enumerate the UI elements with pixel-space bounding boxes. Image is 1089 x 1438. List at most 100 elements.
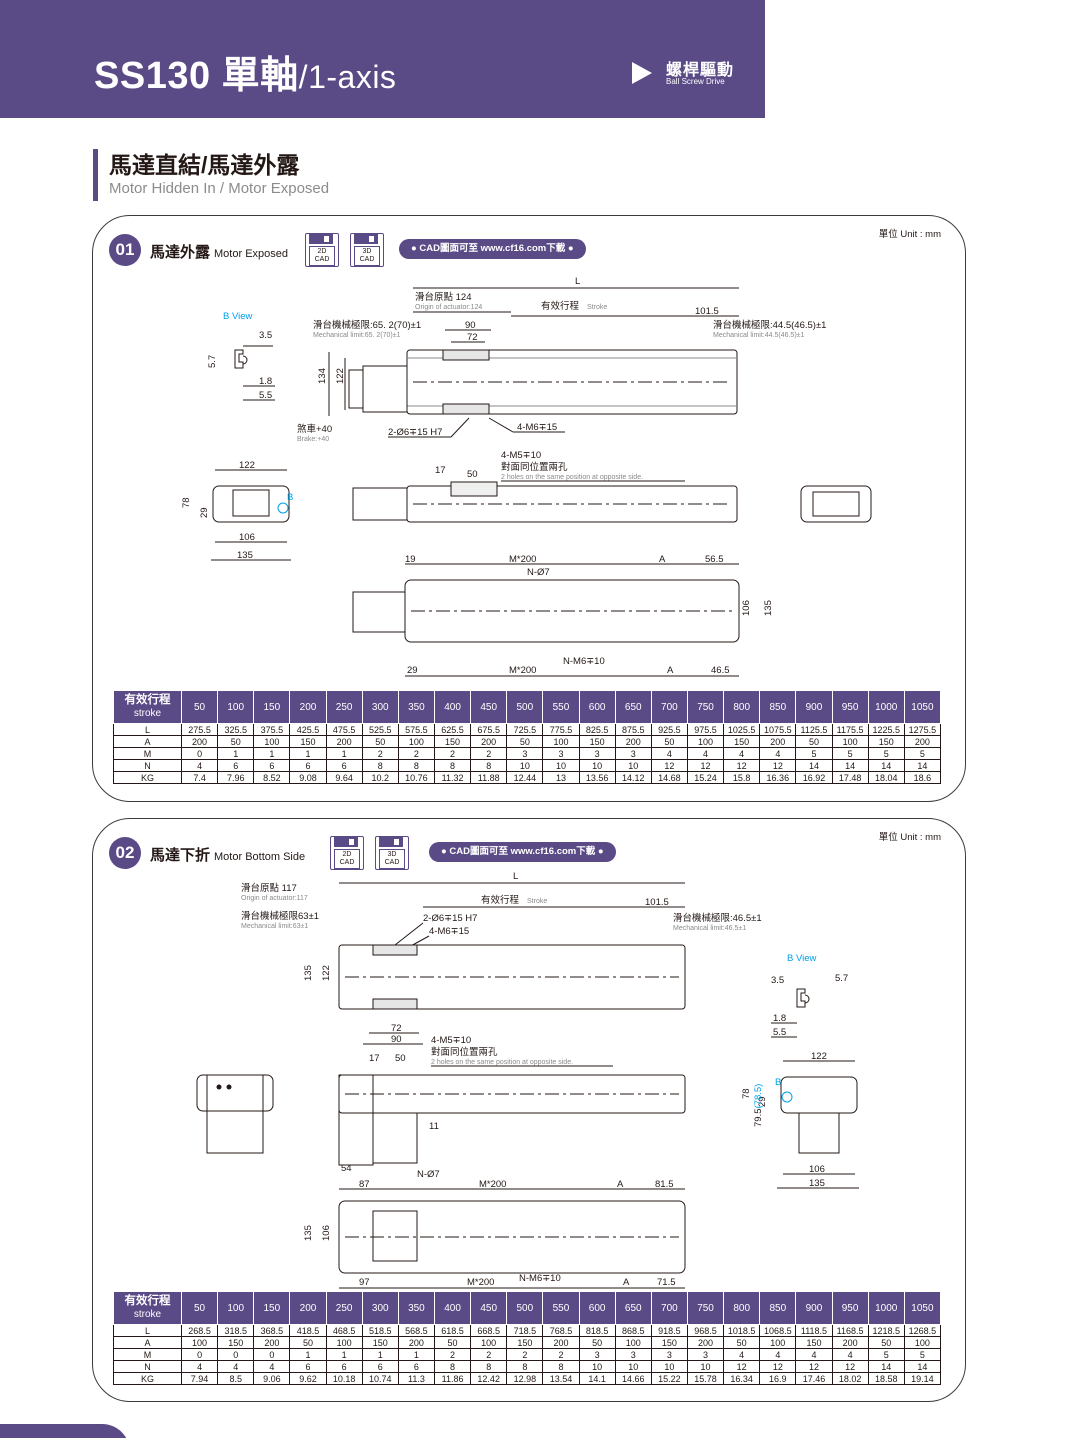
mech-limit-right-en: Mechanical limit:46.5±1 (673, 925, 746, 932)
cad-3d-text: 3D CAD (359, 248, 375, 263)
end-view-b-marker: B (775, 1077, 781, 1088)
table-cell: 16.34 (723, 1372, 761, 1385)
dim-97: 97 (359, 1277, 370, 1288)
end-dim-29: 29 (199, 507, 210, 518)
table-cell: 10 (578, 759, 616, 772)
stroke-column-header: 650 (614, 690, 652, 724)
row-label: A (113, 1336, 182, 1349)
table-cell: 675.5 (470, 723, 508, 736)
floppy-disk-icon (309, 234, 333, 244)
table-cell: 6 (325, 759, 363, 772)
stroke-column-header: 750 (686, 1291, 725, 1325)
table-cell: 1075.5 (759, 723, 797, 736)
stroke-column-header: 1050 (903, 1291, 942, 1325)
table-cell: 825.5 (578, 723, 616, 736)
dim-90: 90 (391, 1034, 402, 1045)
stroke-column-header: 900 (795, 690, 833, 724)
table-cell: 100 (253, 735, 291, 748)
end-dim-79-5: 79.5(78.5) (753, 1084, 764, 1127)
table-cell: 2 (506, 1348, 544, 1361)
table-cell: 18.04 (867, 771, 905, 784)
table-cell: 200 (686, 1336, 725, 1349)
table-cell: 2 (470, 747, 508, 760)
dim-101-5: 101.5 (645, 897, 669, 908)
cad-2d-button[interactable]: 2D CAD (305, 233, 339, 267)
cad-3d-text: 3D CAD (384, 851, 400, 866)
table-cell: 1 (325, 747, 363, 760)
n-m6-label: N-M6∓10 (563, 656, 605, 667)
table-cell: 3 (686, 1348, 725, 1361)
dim-81-5: 81.5 (655, 1179, 674, 1190)
table-cell: 150 (650, 1336, 688, 1349)
dim-50: 50 (395, 1053, 406, 1064)
page-title: SS130 單軸/1-axis (94, 44, 396, 99)
dim-5-5: 5.5 (259, 390, 272, 401)
cad-download-link[interactable]: ● CAD圖面可至 www.cf16.com下載 ● (399, 239, 586, 259)
table-cell: 14 (903, 1360, 942, 1373)
dim-1-8: 1.8 (259, 376, 272, 387)
table-cell: 1 (289, 747, 327, 760)
technical-drawing-1: B View 3.5 5.7 1.8 5.5 L 滑台原點 124 Origin… (173, 272, 873, 684)
panel-number-badge: 01 (109, 234, 141, 266)
table-cell: 50 (361, 735, 399, 748)
cad-2d-button[interactable]: 2D CAD (330, 836, 364, 870)
stroke-column-header: 450 (470, 690, 508, 724)
table-cell: 668.5 (470, 1324, 508, 1337)
stroke-column-header: 300 (361, 690, 399, 724)
table-cell: 1225.5 (867, 723, 905, 736)
stroke-column-header: 150 (253, 690, 291, 724)
m6-hole-label: 4-M6∓15 (517, 422, 557, 433)
table-cell: 968.5 (686, 1324, 725, 1337)
row-label: L (113, 723, 182, 736)
table-cell: 10 (650, 1360, 688, 1373)
table-cell: 268.5 (180, 1324, 219, 1337)
dim-29-bottom: 29 (407, 665, 418, 676)
dim-106-vert: 106 (321, 1225, 332, 1241)
cad-3d-button[interactable]: 3D CAD (375, 836, 409, 870)
table-cell: 100 (686, 735, 725, 748)
table-cell: 13 (542, 771, 580, 784)
table-cell: 16.36 (759, 771, 797, 784)
table-cell: 5 (903, 1348, 942, 1361)
table-cell: 975.5 (686, 723, 725, 736)
dim-A-bottom: A (667, 665, 674, 676)
stroke-column-header: 750 (686, 690, 725, 724)
row-label: L (113, 1324, 182, 1337)
table-cell: 8 (506, 1360, 544, 1373)
table-cell: 1 (361, 1348, 399, 1361)
table-cell: 568.5 (397, 1324, 435, 1337)
table-cell: 1268.5 (903, 1324, 942, 1337)
end-dim-122: 122 (239, 460, 255, 471)
table-cell: 2 (433, 1348, 472, 1361)
table-cell: 1175.5 (831, 723, 869, 736)
dim-135-vert: 135 (763, 600, 774, 616)
table-cell: 8 (542, 1360, 580, 1373)
table-cell: 6 (397, 1360, 435, 1373)
stroke-column-header: 600 (578, 690, 616, 724)
table-cell: 4 (723, 1348, 761, 1361)
end-dim-106: 106 (809, 1164, 825, 1175)
stroke-column-header: 600 (578, 1291, 616, 1325)
table-cell: 725.5 (506, 723, 544, 736)
cad-3d-button[interactable]: 3D CAD (350, 233, 384, 267)
table-cell: 4 (759, 1348, 797, 1361)
table-cell: 10.76 (397, 771, 435, 784)
table-cell: 875.5 (614, 723, 652, 736)
dim-L: L (575, 276, 580, 287)
table-cell: 18.6 (903, 771, 942, 784)
table-cell: 4 (180, 759, 219, 772)
stroke-en: stroke (133, 708, 162, 719)
table-cell: 12 (759, 1360, 797, 1373)
floppy-disk-icon (354, 234, 378, 244)
table-cell: 14 (831, 759, 869, 772)
table-cell: 7.4 (180, 771, 219, 784)
table-cell: 100 (470, 1336, 508, 1349)
table-cell: 625.5 (433, 723, 472, 736)
cad-download-link[interactable]: ● CAD圖面可至 www.cf16.com下載 ● (429, 842, 616, 862)
table-cell: 925.5 (650, 723, 688, 736)
dim-19: 19 (405, 554, 416, 565)
b-view-profile (796, 988, 806, 1008)
table-cell: 10 (686, 1360, 725, 1373)
